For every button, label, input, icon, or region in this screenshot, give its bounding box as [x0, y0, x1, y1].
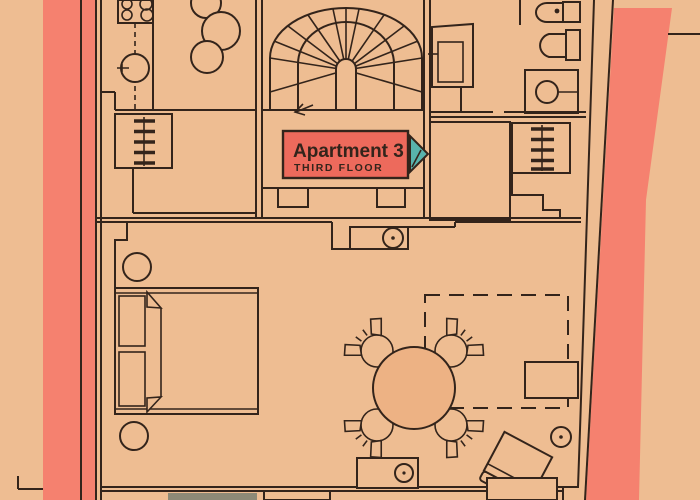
pillow	[118, 295, 146, 347]
radiator-right	[531, 125, 554, 171]
side-table	[550, 426, 572, 448]
apartment-label-title: Apartment 3	[293, 141, 404, 162]
wall-fixture	[349, 226, 409, 250]
double-bed	[114, 287, 259, 415]
radiator-left	[134, 117, 155, 166]
round-stool	[119, 421, 149, 451]
entry-vestibule	[429, 121, 511, 221]
exterior-wall-highlight-right	[586, 8, 700, 500]
staircase	[262, 7, 424, 116]
bedroom	[114, 252, 259, 451]
bathroom	[428, 0, 581, 171]
shower	[428, 22, 474, 112]
dining-table	[372, 346, 456, 430]
doormat-band	[168, 493, 257, 500]
exterior-wall-highlight-left	[43, 0, 96, 500]
console-table	[356, 457, 419, 489]
dining-set	[343, 317, 485, 459]
duvet-fold	[146, 396, 163, 415]
wall-shelf	[524, 361, 579, 399]
door-threshold	[277, 187, 309, 208]
door-threshold	[376, 187, 406, 208]
badge-box[interactable]	[281, 129, 410, 180]
apartment-label-subtitle: THIRD FLOOR	[294, 162, 383, 174]
bidet	[539, 29, 581, 61]
plant-circles	[190, 0, 241, 74]
bathroom-sink	[524, 69, 579, 114]
apartment-label-badge[interactable]: Apartment 3 THIRD FLOOR	[281, 129, 430, 180]
stair-direction-arrow	[293, 103, 314, 116]
duvet-fold	[146, 289, 163, 309]
kitchen-sink	[117, 53, 150, 83]
bottom-edge-details	[168, 477, 558, 500]
round-stool	[122, 252, 152, 282]
kitchen	[117, 0, 241, 166]
pillow	[118, 351, 146, 407]
toilet	[535, 1, 581, 23]
